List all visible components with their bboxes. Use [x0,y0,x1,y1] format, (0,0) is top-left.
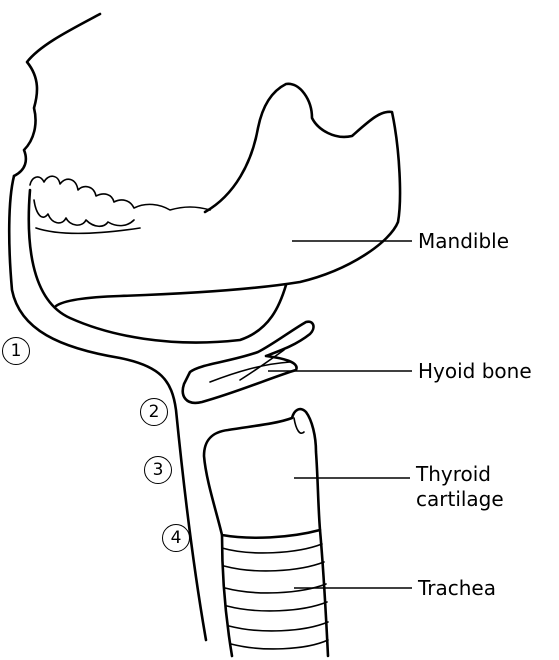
trachea-ring-1 [222,544,322,553]
trachea-ring-4 [227,602,327,611]
mandible-label: Mandible [418,229,509,254]
gum-line [36,228,140,233]
marker-1: 1 [2,337,30,365]
upper-teeth [30,176,210,210]
anterior-neck-outline [9,176,206,640]
marker-2: 2 [140,398,168,426]
thyroid-cartilage-shape [204,409,320,538]
trachea-ring-5 [229,622,328,631]
jaw-underline [29,190,286,343]
lower-teeth [34,200,134,226]
hyoid-bone-shape [183,322,314,403]
trachea-ring-2 [224,562,324,571]
marker-4: 4 [162,524,190,552]
thyroid-notch [294,418,304,433]
face-profile-outline [14,14,100,176]
trachea-label: Trachea [418,576,496,601]
thyroid-cartilage-label: Thyroid cartilage [416,462,526,512]
trachea-ring-6 [231,640,328,649]
marker-3: 3 [144,456,172,484]
hyoid-bone-label: Hyoid bone [418,359,532,384]
